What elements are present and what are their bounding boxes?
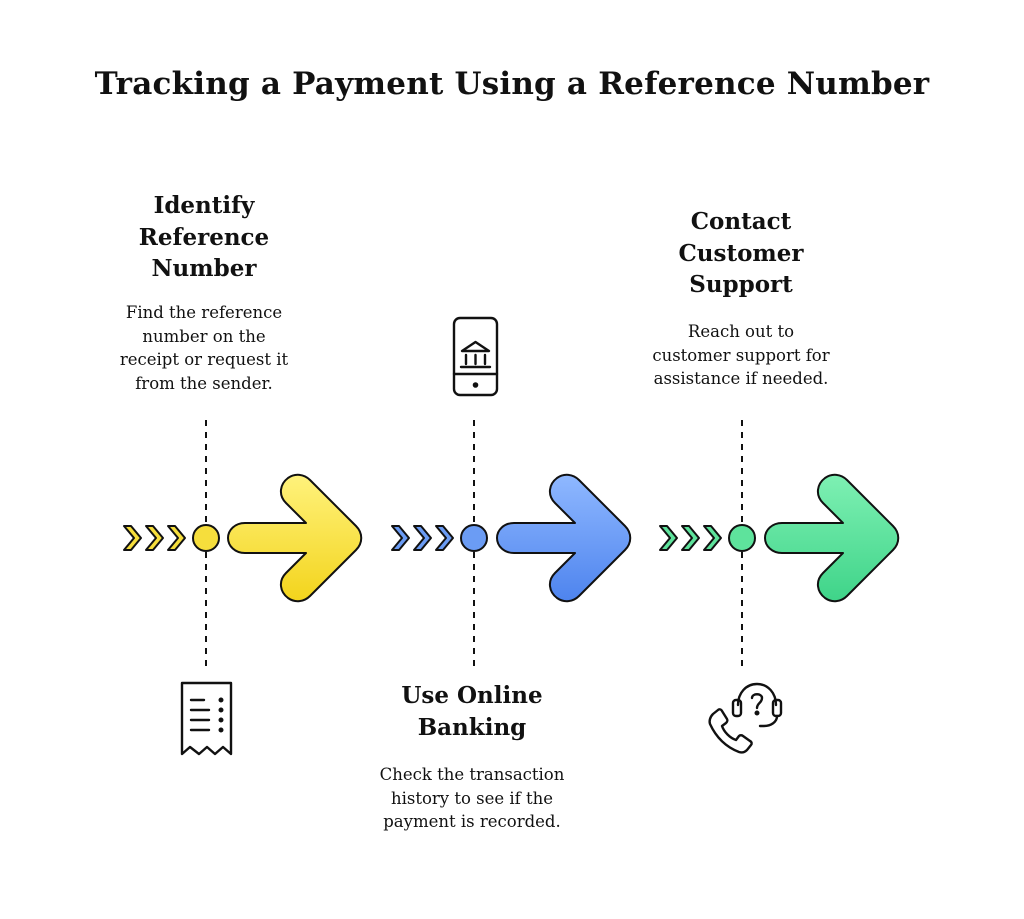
step-1-description-line: receipt or request it: [119, 350, 289, 369]
step-1-description: Find the reference number on the receipt…: [84, 301, 324, 395]
chevron-icon: [123, 525, 142, 551]
mobile-banking-icon: [452, 316, 499, 397]
step-3-marker: [659, 420, 900, 666]
step-2-description: Check the transaction history to see if …: [352, 763, 592, 834]
support-headset-icon: [708, 682, 783, 754]
step-3-chevrons: [659, 525, 722, 551]
step-1-title-line: Number: [151, 255, 257, 282]
step-3-arrow: [764, 473, 900, 603]
step-2-marker: [391, 420, 632, 666]
receipt-icon: [180, 681, 233, 756]
chevron-icon: [681, 525, 700, 551]
step-1-description-line: Find the reference: [125, 303, 283, 322]
diagram-title: Tracking a Payment Using a Reference Num…: [94, 66, 930, 102]
chevron-icon: [167, 525, 186, 551]
step-3-title-line: Support: [689, 271, 793, 298]
step-1-description-line: from the sender.: [135, 373, 273, 393]
chevron-icon: [659, 525, 678, 551]
step-3-node: [728, 524, 756, 552]
step-3-description-line: customer support for: [652, 345, 830, 365]
step-3-description-line: assistance if needed.: [653, 369, 829, 388]
step-2-chevrons: [391, 525, 454, 551]
step-1-arrow: [227, 473, 363, 603]
step-1-title-line: Identify: [153, 192, 255, 219]
step-2-description-line: history to see if the: [390, 788, 554, 808]
chevron-icon: [703, 525, 722, 551]
step-2-title-line: Use Online: [401, 682, 543, 709]
chevron-icon: [145, 525, 164, 551]
step-1-title-line: Reference: [138, 223, 270, 251]
step-3-description: Reach out to customer support for assist…: [621, 320, 861, 391]
chevron-icon: [435, 525, 454, 551]
step-2-title-line: Banking: [417, 713, 527, 741]
step-1-title: Identify Reference Number: [84, 190, 324, 285]
step-1-marker: [123, 420, 363, 666]
step-1-node: [192, 524, 220, 552]
step-3-title-line: Customer: [678, 239, 804, 267]
step-2-arrow: [496, 473, 632, 603]
step-3-title: Contact Customer Support: [621, 206, 861, 301]
step-3-description-line: Reach out to: [687, 322, 795, 341]
chevron-icon: [413, 525, 432, 551]
step-2-node: [460, 524, 488, 552]
step-2-description-line: payment is recorded.: [383, 812, 561, 831]
step-1-description-line: number on the: [142, 326, 266, 346]
step-3-title-line: Contact: [690, 208, 792, 235]
chevron-icon: [391, 525, 410, 551]
step-2-title: Use Online Banking: [352, 680, 592, 743]
step-1-chevrons: [123, 525, 186, 551]
step-2-description-line: Check the transaction: [379, 765, 565, 784]
